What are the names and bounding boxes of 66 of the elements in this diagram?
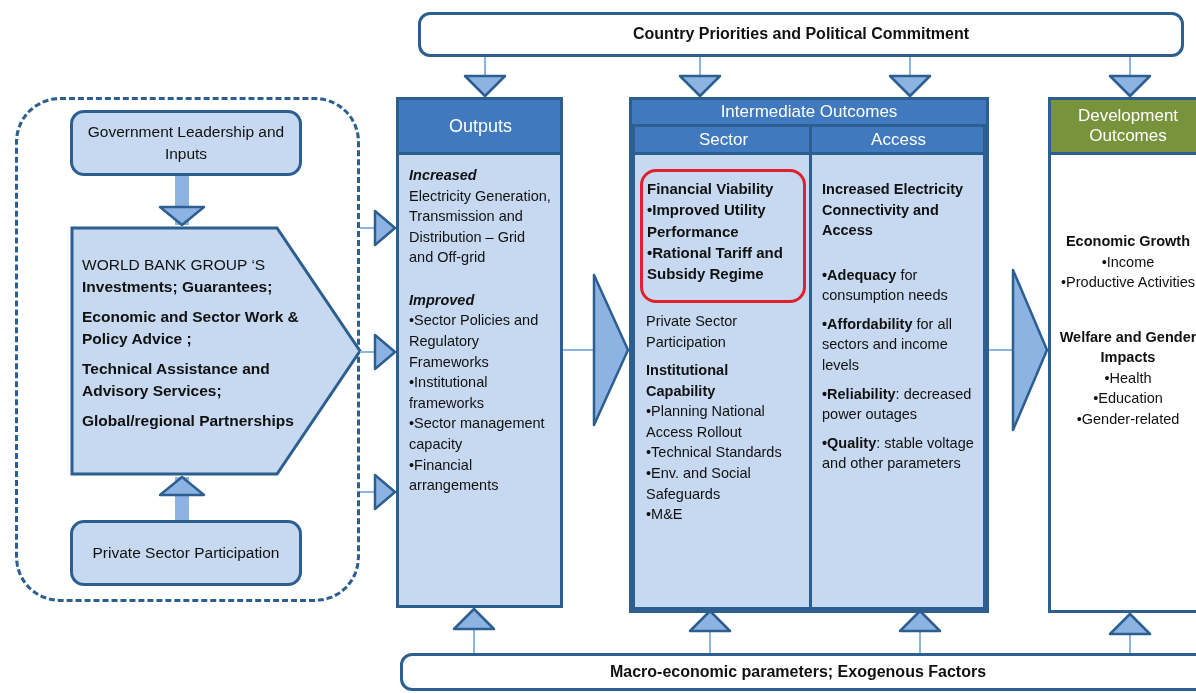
bullet-item: •Financial arrangements	[408, 455, 500, 496]
bullet-item: •Education	[1092, 389, 1164, 409]
bullet-item: •Affordability for all sectors and income levels	[821, 314, 953, 376]
block-arrow	[158, 475, 206, 520]
bottom-banner	[400, 653, 1196, 691]
body-text: Electricity Generation, Transmission and Distribution – Grid and Off-grid	[408, 186, 552, 268]
heading: Technical Assistance and Advisory Services;	[82, 359, 271, 401]
pentagon-arrow-box	[70, 226, 362, 476]
bullet-item: •Income	[1100, 252, 1156, 272]
outputs-column	[396, 97, 563, 608]
column-header: Access	[812, 127, 983, 155]
arrow	[988, 268, 1049, 432]
column-header: Outputs	[399, 100, 560, 155]
bullet-item: •Institutional frameworks	[408, 373, 489, 413]
body-text: Government Leadership and Inputs	[86, 122, 286, 164]
heading: Economic Growth	[1064, 232, 1192, 251]
bullet-item: •Improved Utility Performance	[647, 200, 767, 242]
arrow	[1108, 612, 1152, 654]
heading: Economic and Sector Work & Policy Advice ;	[82, 307, 300, 349]
sector-column	[632, 127, 812, 610]
development-column	[1048, 97, 1196, 613]
arrow	[452, 607, 496, 654]
arrow	[359, 209, 397, 247]
heading: Institutional Capability	[645, 361, 730, 401]
bullet-item: •M&E	[645, 505, 684, 525]
heading: Financial Viability	[647, 179, 775, 199]
dashed-group-frame	[15, 97, 360, 602]
outcomes-panel	[629, 97, 989, 613]
arrow	[888, 56, 932, 98]
bullet-item: •Quality: stable voltage and other parameters	[821, 433, 975, 474]
body-text: WORLD BANK GROUP ‘S Investments; Guarantees;	[82, 255, 274, 297]
bullet-item: •Productive Activities	[1060, 273, 1196, 293]
block-arrow	[158, 176, 206, 227]
arrow	[1108, 56, 1152, 98]
bullet-item: •Health	[1103, 368, 1153, 388]
bullet-item: •Adequacy for consumption needs	[821, 265, 949, 306]
heading: Increased Electricity Connectivity and Access	[821, 180, 965, 241]
column-header: Sector	[635, 127, 809, 155]
arrow	[463, 56, 507, 98]
input-box	[70, 110, 302, 176]
heading: Global/regional Partnerships	[82, 411, 295, 431]
bullet-item: •Technical Standards	[645, 443, 783, 463]
column-header: Intermediate Outcomes	[632, 100, 986, 127]
heading: Country Priorities and Political Commitment	[632, 24, 969, 45]
arrow	[359, 333, 397, 371]
top-banner	[418, 12, 1184, 57]
bullet-item: •Sector management capacity	[408, 414, 546, 454]
body-text: Private Sector Participation	[91, 543, 281, 563]
heading: Increased	[408, 166, 478, 185]
bullet-item: •Env. and Social Safeguards	[645, 464, 752, 504]
heading: Macro-economic parameters; Exogenous Factors	[609, 661, 987, 682]
input-box	[70, 520, 302, 586]
arrow	[359, 473, 397, 511]
column-header: Development Outcomes	[1051, 100, 1196, 155]
heading: Improved	[408, 290, 476, 310]
arrow	[678, 56, 722, 98]
arrow	[562, 273, 630, 427]
bullet-item: •Gender-related	[1075, 410, 1181, 430]
access-column	[809, 127, 986, 610]
highlight-box	[640, 169, 806, 303]
bullet-item: •Sector Policies and Regulatory Frameworks	[408, 311, 540, 372]
bullet-item: •Reliability: decreased power outages	[821, 384, 973, 425]
bullet-item: •Planning National Access Rollout	[645, 402, 766, 442]
heading: Welfare and Gender Impacts	[1058, 327, 1196, 368]
body-text: Private Sector Participation	[645, 312, 739, 352]
bullet-item: •Rational Tariff and Subsidy Regime	[647, 242, 784, 285]
